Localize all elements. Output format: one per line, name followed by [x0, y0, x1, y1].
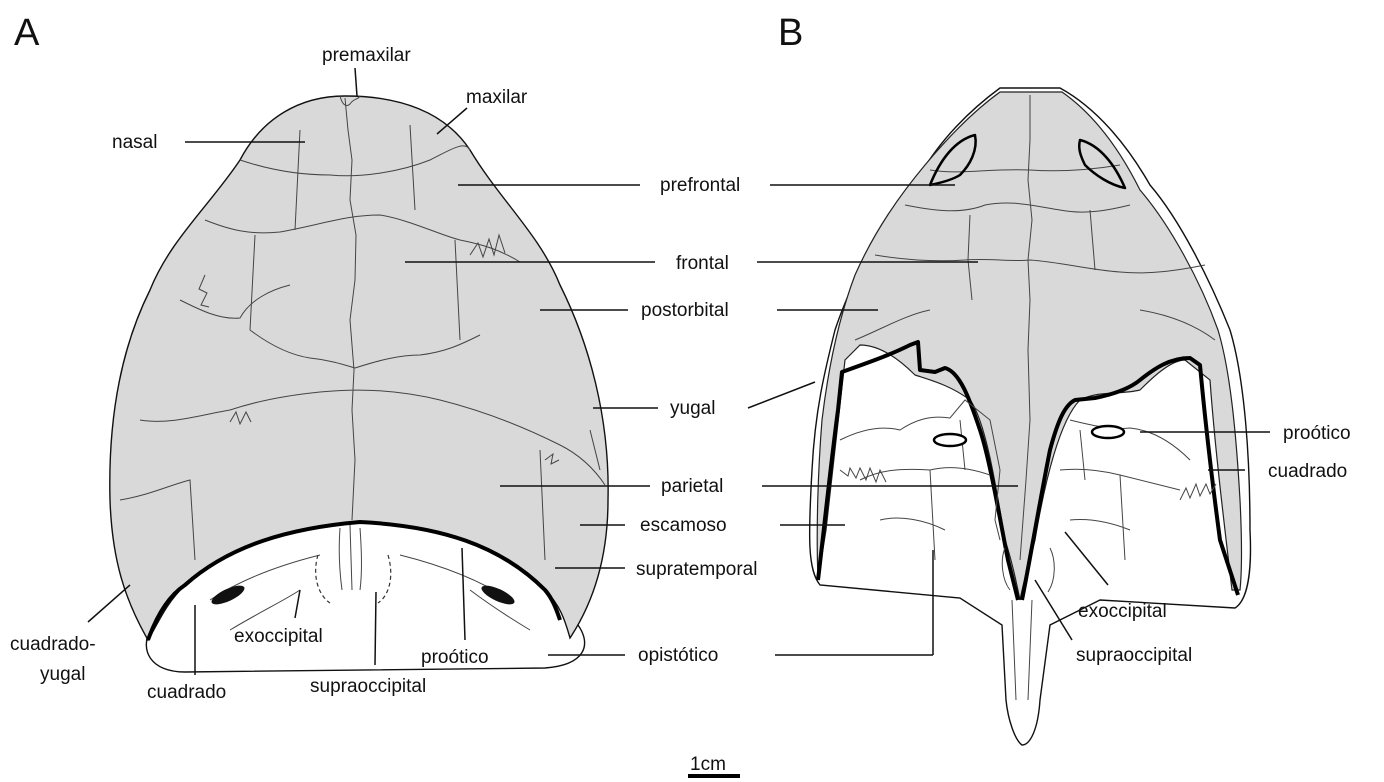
label-yugal: yugal — [670, 398, 715, 419]
label-prefrontal: prefrontal — [660, 175, 740, 196]
label-cuadrado-a: cuadrado — [147, 682, 226, 703]
label-cuadrado-yugal-1: cuadrado- — [10, 634, 96, 655]
skull-a — [110, 96, 608, 672]
label-exoccipital-b: exoccipital — [1078, 601, 1167, 622]
label-cuadrado-b: cuadrado — [1268, 461, 1347, 482]
label-supratemporal: supratemporal — [636, 559, 757, 580]
label-exoccipital-a: exoccipital — [234, 626, 323, 647]
label-prootico-a: proótico — [421, 647, 489, 668]
panel-letter-a: A — [14, 12, 40, 54]
label-maxilar: maxilar — [466, 87, 528, 108]
scale-bar: 1cm — [688, 754, 740, 776]
label-escamoso: escamoso — [640, 515, 727, 536]
label-cuadrado-yugal-2: yugal — [40, 664, 85, 685]
label-postorbital: postorbital — [641, 300, 729, 321]
label-supraoccipital-a: supraoccipital — [310, 676, 426, 697]
label-prootico-b: proótico — [1283, 423, 1351, 444]
panel-letter-b: B — [778, 12, 803, 54]
label-opistotico: opistótico — [638, 645, 718, 666]
label-frontal: frontal — [676, 253, 729, 274]
label-premaxilar: premaxilar — [322, 45, 411, 66]
scale-bar-label: 1cm — [690, 754, 726, 775]
label-parietal: parietal — [661, 476, 723, 497]
label-nasal: nasal — [112, 132, 157, 153]
skull-b-left-foramen — [934, 434, 966, 446]
label-supraoccipital-b: supraoccipital — [1076, 645, 1192, 666]
skull-b-right-foramen — [1092, 426, 1124, 438]
